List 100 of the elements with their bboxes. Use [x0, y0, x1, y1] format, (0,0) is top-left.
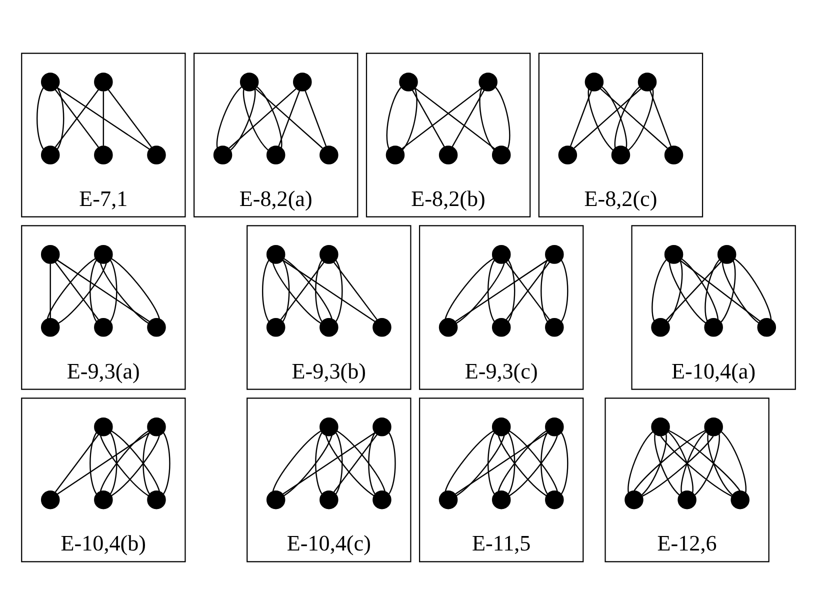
cluster: E-10,4(a)	[631, 225, 796, 390]
node-circle	[730, 490, 750, 510]
connector	[50, 264, 51, 318]
connector	[634, 430, 706, 492]
connector	[666, 261, 722, 321]
node-circle	[492, 146, 511, 164]
connector	[333, 434, 378, 492]
node-circle	[704, 318, 723, 337]
node-circle	[40, 245, 60, 264]
connector	[641, 434, 667, 496]
connector	[720, 431, 746, 493]
node-circle	[266, 490, 286, 510]
connector	[284, 258, 332, 320]
connector	[335, 260, 343, 322]
node-circle	[757, 318, 776, 337]
node-circle	[399, 72, 418, 92]
node-circle	[584, 72, 604, 92]
connector	[444, 258, 494, 320]
connector	[255, 88, 323, 149]
connector	[315, 260, 322, 322]
connector	[680, 260, 760, 322]
node-circle	[320, 245, 338, 264]
connector	[560, 260, 568, 322]
connector	[401, 88, 482, 150]
node-circle	[40, 146, 60, 164]
node-circle	[492, 490, 511, 510]
connector	[660, 436, 732, 497]
connector	[216, 86, 242, 148]
connector	[506, 262, 550, 320]
connector	[46, 258, 96, 320]
cluster: E-11,5	[419, 398, 584, 562]
connector	[282, 260, 290, 322]
connector	[402, 88, 418, 150]
node-circle	[492, 245, 511, 264]
connector	[668, 430, 740, 492]
node-circle	[94, 417, 113, 436]
connector	[368, 432, 376, 494]
connector	[720, 260, 736, 323]
cluster: E-9,3(b)	[246, 225, 412, 390]
connector	[479, 88, 495, 150]
connector	[282, 260, 376, 322]
connector	[304, 90, 327, 147]
node-circle	[213, 146, 232, 164]
connector	[574, 88, 642, 149]
node-circle	[545, 245, 564, 264]
node-circle	[372, 417, 392, 436]
connector	[654, 434, 680, 496]
node-circle	[372, 490, 392, 510]
cluster: E-9,3(a)	[21, 225, 186, 390]
node-circle	[478, 72, 498, 92]
connector	[734, 258, 772, 320]
connector	[628, 89, 654, 150]
node-circle	[545, 417, 564, 436]
connector	[588, 89, 614, 150]
connector	[508, 260, 516, 322]
connector	[228, 88, 297, 149]
connector	[272, 262, 322, 324]
connector	[452, 90, 485, 148]
cluster: E-7,1	[21, 52, 186, 218]
connector	[256, 86, 282, 148]
node-circle	[611, 146, 630, 164]
connector	[142, 432, 150, 494]
connector	[455, 260, 548, 322]
node-circle	[704, 417, 723, 436]
connector	[100, 262, 149, 324]
node-circle	[94, 72, 113, 92]
node-circle	[372, 318, 392, 337]
connector	[642, 436, 714, 497]
node-circle	[147, 318, 166, 337]
cluster: E-8,2(b)	[366, 52, 531, 218]
node-circle	[678, 490, 696, 510]
connector	[54, 434, 99, 492]
connector	[56, 87, 64, 150]
connector	[108, 89, 152, 148]
connector	[652, 259, 667, 322]
node-circle	[664, 146, 684, 164]
connector	[58, 262, 107, 324]
cluster: E-8,2(c)	[538, 52, 704, 218]
node-circle	[545, 318, 564, 337]
node-circle	[147, 417, 166, 436]
node-circle	[40, 490, 60, 510]
connector	[90, 432, 97, 494]
connector	[455, 432, 548, 494]
node-circle	[717, 245, 736, 264]
connector	[242, 89, 268, 150]
node-circle	[492, 417, 511, 436]
node-circle	[492, 318, 511, 337]
connector	[488, 432, 495, 494]
connector	[56, 260, 150, 322]
node-circle	[664, 245, 684, 264]
connector	[650, 90, 672, 147]
node-circle	[320, 318, 338, 337]
connector	[90, 260, 97, 322]
cluster: E-9,3(c)	[419, 225, 584, 390]
node-circle	[266, 245, 286, 264]
node-circle	[438, 318, 458, 337]
connector	[614, 86, 640, 148]
connector	[388, 432, 396, 494]
connector	[722, 262, 760, 324]
node-circle	[638, 72, 657, 92]
